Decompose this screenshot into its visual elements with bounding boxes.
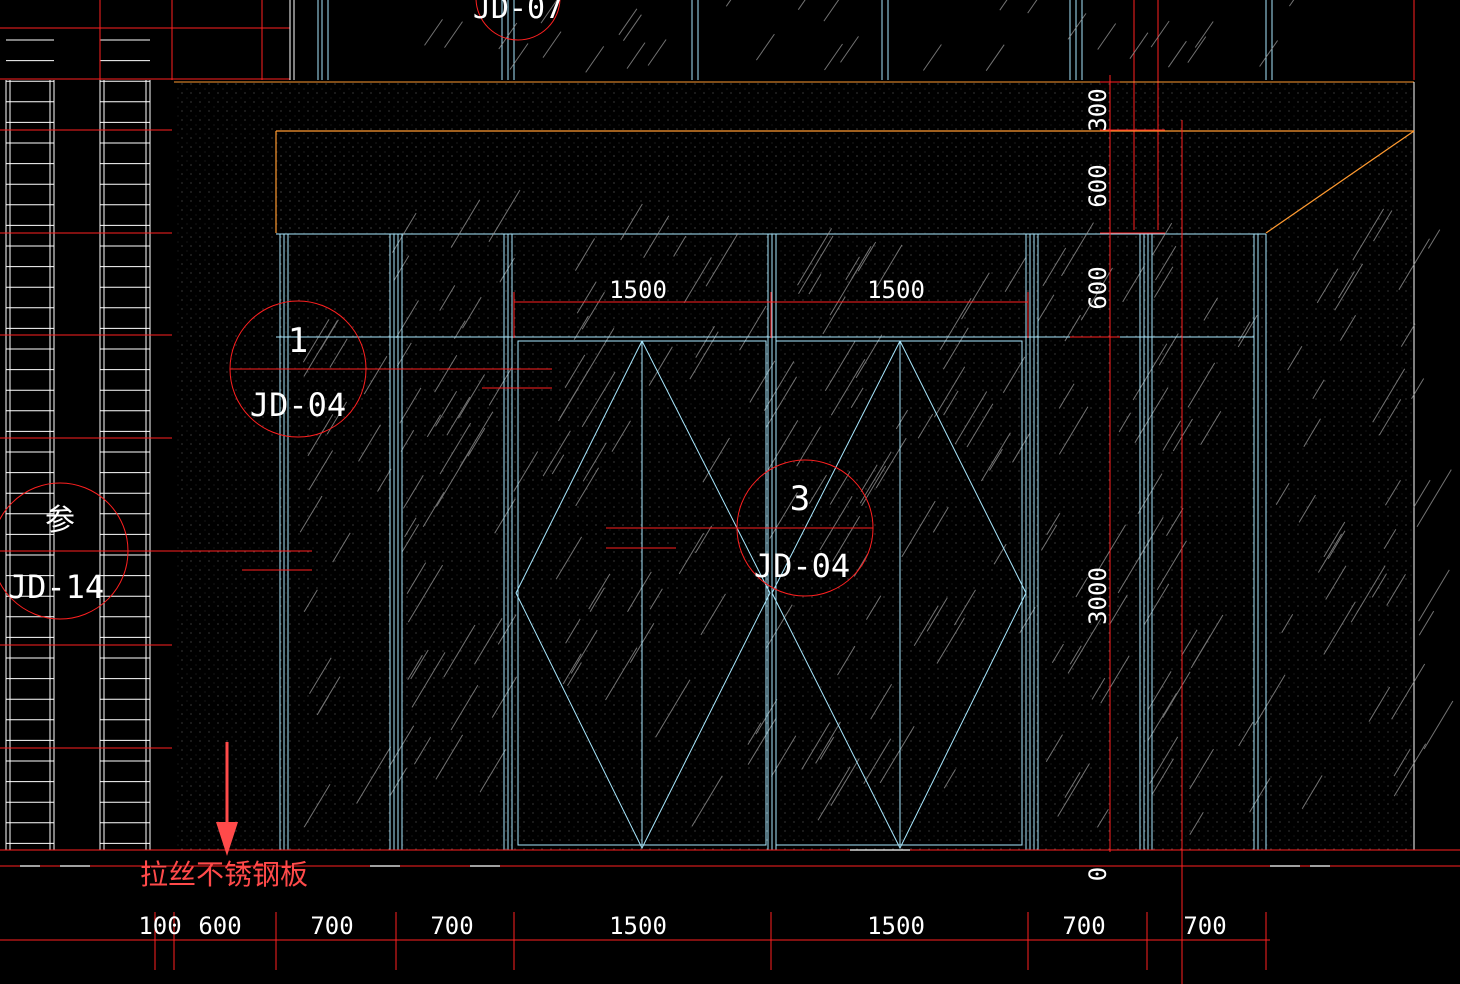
callout-1-sheet: JD-04 — [250, 386, 346, 424]
vertical-dim-3000: 3000 — [1084, 567, 1112, 625]
callout-1-number: 1 — [288, 321, 308, 361]
top-tag: JD-07 — [473, 0, 563, 41]
bottom-dim-600: 600 — [198, 912, 241, 940]
left-column-grid — [0, 0, 295, 850]
dimension-lines — [0, 75, 1460, 984]
door-width-dim-2: 1500 — [867, 276, 925, 304]
door-leaves — [515, 340, 1027, 850]
floor-ticks — [20, 849, 1330, 867]
top-tag-label: JD-07 — [473, 0, 563, 26]
callout-2-sheet: JD-14 — [8, 568, 104, 606]
bottom-dim-700-c: 700 — [1062, 912, 1105, 940]
bottom-dim-700-b: 700 — [430, 912, 473, 940]
canopy-outline — [275, 130, 1415, 234]
vertical-dim-600-a: 600 — [1084, 164, 1112, 207]
upper-storey-glazing — [317, 0, 1273, 80]
annotation-label: 拉丝不锈钢板 — [140, 858, 308, 891]
stone-cladding — [174, 81, 1415, 850]
bottom-dim-1500-b: 1500 — [867, 912, 925, 940]
callout-2-number: 参 — [45, 503, 75, 538]
vertical-dim-0: 0 — [1084, 867, 1112, 881]
bottom-dim-1500-a: 1500 — [609, 912, 667, 940]
bottom-dim-100: 100 — [138, 912, 181, 940]
bottom-dim-700-d: 700 — [1183, 912, 1226, 940]
callout-3-sheet: JD-04 — [754, 547, 850, 585]
callout-3-number: 3 — [790, 479, 810, 519]
callout-1: 1 JD-04 — [229, 300, 552, 438]
annotation-arrow — [216, 742, 238, 856]
vertical-dim-600-b: 600 — [1084, 266, 1112, 309]
bottom-dim-700-a: 700 — [310, 912, 353, 940]
vertical-dim-300: 300 — [1084, 88, 1112, 131]
callout-3: 3 JD-04 — [606, 459, 874, 597]
callout-2: 参 JD-14 — [0, 482, 312, 620]
glass-hatch — [299, 0, 1454, 836]
door-width-dim-1: 1500 — [609, 276, 667, 304]
